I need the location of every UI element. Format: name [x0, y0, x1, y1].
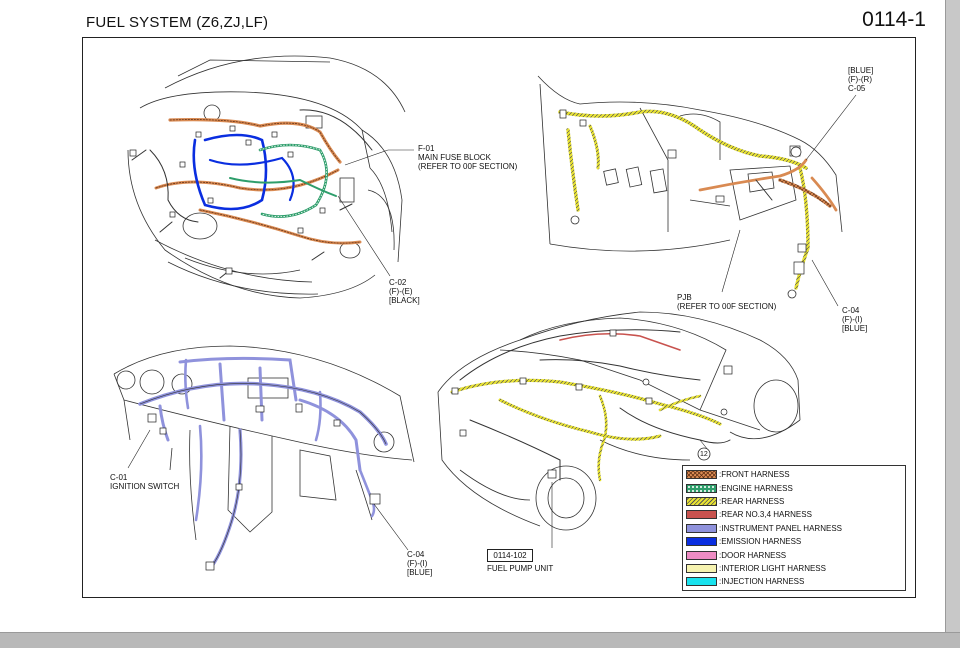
page-number: 0114-1	[862, 8, 926, 31]
legend-item: :FRONT HARNESS	[686, 468, 902, 481]
legend-label: :REAR NO.3,4 HARNESS	[719, 510, 812, 520]
engine-connectors	[129, 125, 326, 275]
interior-leader-lines	[721, 94, 857, 307]
interior-pjb-view	[537, 75, 843, 299]
legend-label: :INJECTION HARNESS	[719, 577, 805, 587]
legend-swatch	[686, 550, 717, 560]
legend-item: :INTERIOR LIGHT HARNESS	[686, 562, 902, 575]
legend-label: :DOOR HARNESS	[719, 550, 787, 560]
car-body-connectors	[451, 329, 733, 479]
engine-leader-lines	[337, 149, 414, 277]
legend-swatch	[686, 537, 717, 547]
legend-item: :INSTRUMENT PANEL HARNESS	[686, 522, 902, 535]
instrument-panel-outline-wires	[139, 383, 387, 567]
callout-main-fuse-block: F-01 MAIN FUSE BLOCK (REFER TO 00F SECTI…	[418, 144, 518, 171]
callout-ignition-switch: C-01 IGNITION SWITCH	[110, 473, 180, 491]
engine-harness-wiring	[131, 109, 373, 279]
legend-swatch	[686, 523, 717, 533]
interior-harness-wiring	[558, 109, 838, 290]
legend-label: :ENGINE HARNESS	[719, 483, 793, 493]
legend-item: :DOOR HARNESS	[686, 548, 902, 561]
legend-item: :INJECTION HARNESS	[686, 575, 902, 588]
legend-swatch	[686, 470, 717, 480]
legend-label: :REAR HARNESS	[719, 496, 785, 506]
callout-fuel-pump-unit: FUEL PUMP UNIT	[487, 564, 554, 573]
car-body-harness	[450, 329, 731, 482]
page-title: FUEL SYSTEM (Z6,ZJ,LF)	[86, 14, 269, 31]
instrument-panel-leader-lines	[127, 429, 409, 551]
callout-c05: [BLUE] (F)-(R) C-05	[848, 66, 874, 93]
legend-label: :FRONT HARNESS	[719, 470, 790, 480]
legend-swatch	[686, 577, 717, 587]
legend-swatch	[686, 563, 717, 573]
viewer-bottom-bar	[0, 632, 960, 648]
callout-c04-bottom: C-04 (F)-(I) [BLUE]	[407, 550, 433, 577]
car-body-view	[437, 311, 801, 531]
part-reference-box: 0114-102	[487, 549, 533, 562]
legend-swatch	[686, 496, 717, 506]
callout-circle-number: 12	[700, 451, 708, 458]
callout-c04-top: C-04 (F)-(I) [BLUE]	[842, 306, 868, 333]
interior-connectors	[559, 109, 807, 275]
viewer-right-edge	[945, 0, 960, 632]
legend-item: :EMISSION HARNESS	[686, 535, 902, 548]
instrument-panel-view	[113, 345, 415, 541]
instrument-panel-harness	[138, 356, 388, 568]
diagram-frame	[82, 37, 916, 598]
callout-pjb: PJB (REFER TO 00F SECTION)	[677, 293, 777, 311]
legend-swatch	[686, 510, 717, 520]
engine-bay-view	[127, 55, 406, 299]
callout-circle	[697, 447, 711, 461]
legend-label: :INTERIOR LIGHT HARNESS	[719, 563, 826, 573]
legend-label: :INSTRUMENT PANEL HARNESS	[719, 523, 842, 533]
legend-label: :EMISSION HARNESS	[719, 537, 802, 547]
legend-item: :REAR HARNESS	[686, 495, 902, 508]
harness-legend: :FRONT HARNESS :ENGINE HARNESS :REAR HARNE…	[682, 465, 906, 591]
legend-item: :ENGINE HARNESS	[686, 481, 902, 494]
legend-item: :REAR NO.3,4 HARNESS	[686, 508, 902, 521]
callout-c02: C-02 (F)-(E) [BLACK]	[389, 278, 420, 305]
legend-swatch	[686, 483, 717, 493]
instrument-panel-connectors	[147, 403, 381, 571]
